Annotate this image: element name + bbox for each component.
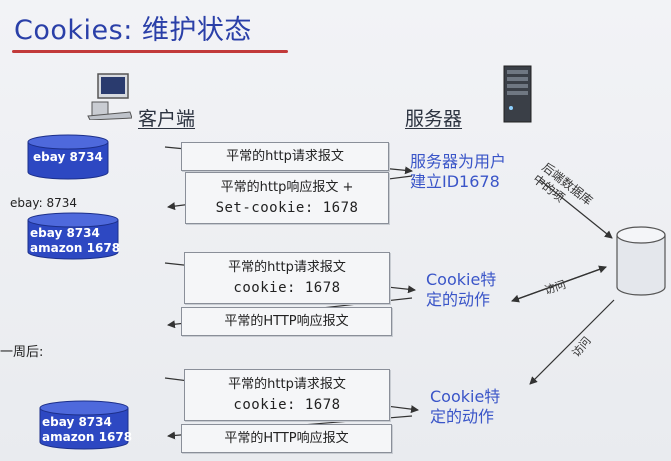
computer-icon (87, 73, 132, 120)
cookie-action-1: Cookie特 定的动作 (426, 270, 496, 310)
message-request-1-text: 平常的http请求报文 (226, 149, 344, 164)
message-request-3-line-2: cookie: 1678 (233, 397, 341, 413)
database-icon (616, 226, 666, 296)
week-later-label: 一周后: (0, 345, 44, 360)
message-request-3: 平常的http请求报文 cookie: 1678 (184, 369, 390, 421)
server-action-1-line-2: 建立ID1678 (410, 172, 500, 191)
message-response-1: 平常的http响应报文 + Set-cookie: 1678 (185, 172, 389, 224)
message-request-2-line-2: cookie: 1678 (233, 280, 341, 296)
cookie-action-2: Cookie特 定的动作 (430, 387, 500, 427)
message-response-2-text: 平常的HTTP响应报文 (224, 314, 349, 329)
message-response-3-text: 平常的HTTP响应报文 (224, 431, 349, 446)
message-response-3: 平常的HTTP响应报文 (181, 424, 392, 453)
message-response-1-line-2: Set-cookie: 1678 (215, 200, 359, 216)
message-response-1-line-1: 平常的http响应报文 + (220, 180, 354, 195)
cookie-file-3-text: ebay 8734 amazon 1678 (42, 415, 132, 445)
ebay-label: ebay: 8734 (10, 196, 77, 210)
cookie-file-2 (27, 212, 119, 260)
cookie-action-1-line-2: 定的动作 (426, 290, 491, 309)
slide-title: Cookies: 维护状态 (14, 15, 252, 46)
cookie-file-3-line-1: ebay 8734 (42, 415, 112, 429)
message-request-2: 平常的http请求报文 cookie: 1678 (184, 252, 390, 304)
title-underline (12, 50, 288, 53)
server-action-1: 服务器为用户 建立ID1678 (410, 152, 506, 192)
cookie-file-1-line-1: ebay 8734 (33, 150, 103, 164)
message-response-2: 平常的HTTP响应报文 (181, 307, 392, 336)
cookie-file-3 (39, 400, 129, 450)
cookie-action-2-line-2: 定的动作 (430, 407, 495, 426)
cookie-file-2-line-2: amazon 1678 (30, 241, 121, 255)
message-request-2-line-1: 平常的http请求报文 (228, 260, 346, 275)
client-label: 客户端 (138, 108, 196, 130)
cookie-file-2-text: ebay 8734 amazon 1678 (30, 226, 120, 256)
server-action-1-line-1: 服务器为用户 (410, 152, 507, 171)
cookie-action-1-line-1: Cookie特 (426, 270, 497, 289)
cookie-file-2-line-1: ebay 8734 (30, 226, 100, 240)
message-request-1: 平常的http请求报文 (181, 142, 389, 171)
cookie-file-1 (27, 134, 109, 180)
cookie-action-2-line-1: Cookie特 (430, 387, 501, 406)
cookie-file-3-line-2: amazon 1678 (42, 430, 133, 444)
server-icon (503, 65, 532, 123)
server-label: 服务器 (405, 108, 463, 130)
message-request-3-line-1: 平常的http请求报文 (228, 377, 346, 392)
